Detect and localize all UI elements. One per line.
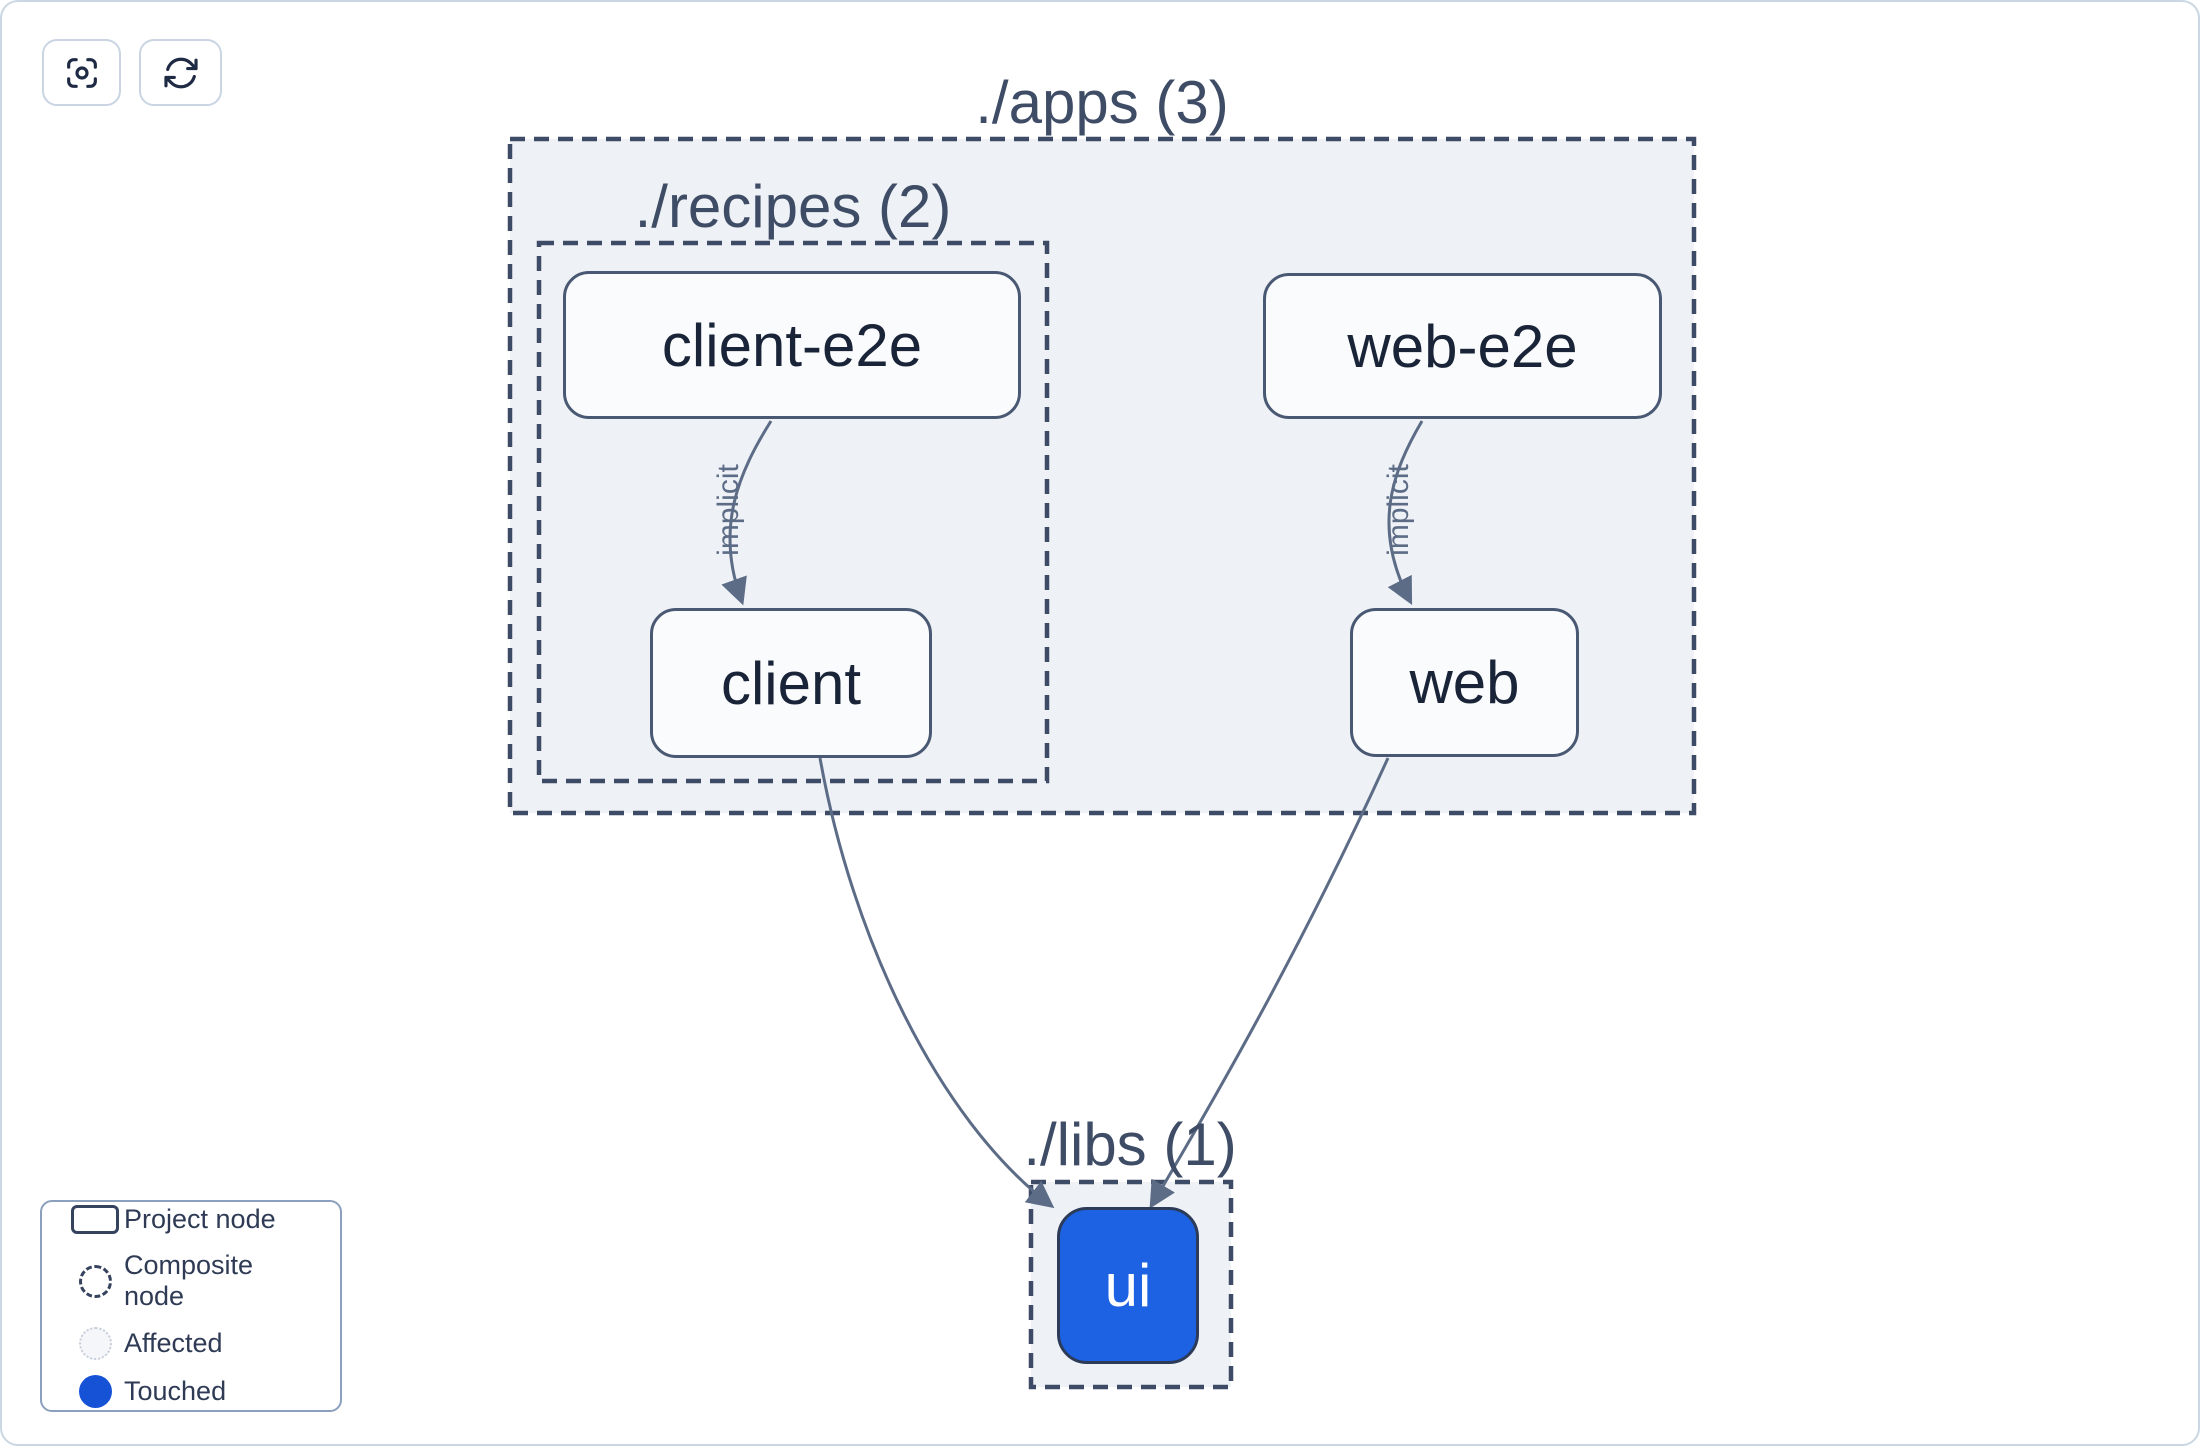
legend-item-project-node: Project node [66, 1204, 316, 1235]
legend-item-touched: Touched [66, 1375, 316, 1408]
node-client[interactable]: client [650, 608, 932, 758]
legend-item-composite-node: Composite node [66, 1250, 316, 1312]
edge-label-implicit-web: implicit [1382, 464, 1415, 556]
legend-label: Project node [124, 1204, 276, 1234]
edge-client-to-ui [818, 757, 1055, 1209]
crosshair-focus-icon [66, 57, 97, 88]
legend-item-affected: Affected [66, 1327, 316, 1360]
edge-web-e2e-to-web [1387, 420, 1424, 606]
edge-web-to-ui [1149, 757, 1390, 1209]
refresh-graph-button[interactable] [139, 39, 222, 106]
legend-label: Touched [124, 1376, 227, 1406]
focus-graph-button[interactable] [42, 39, 121, 106]
node-ui-touched[interactable]: ui [1057, 1207, 1199, 1364]
legend-label: Composite node [124, 1250, 254, 1311]
affected-swatch-icon [78, 1327, 112, 1360]
node-client-e2e[interactable]: client-e2e [563, 271, 1021, 419]
edge-label-implicit-client: implicit [712, 464, 745, 556]
composite-node-swatch-icon [78, 1264, 112, 1298]
refresh-icon [163, 57, 198, 88]
group-label-apps: ./apps (3) [975, 69, 1229, 136]
group-recipes-box[interactable] [536, 240, 1050, 784]
group-label-libs: ./libs (1) [1023, 1111, 1237, 1178]
project-node-swatch-icon [71, 1205, 119, 1234]
node-web[interactable]: web [1350, 608, 1579, 757]
touched-swatch-icon [78, 1375, 112, 1408]
group-label-recipes: ./recipes (2) [634, 173, 952, 240]
legend-label: Affected [124, 1328, 223, 1358]
node-web-e2e[interactable]: web-e2e [1263, 273, 1662, 419]
edge-client-e2e-to-client [721, 420, 773, 606]
legend-panel: Project node Composite node Affected Tou… [40, 1200, 342, 1412]
